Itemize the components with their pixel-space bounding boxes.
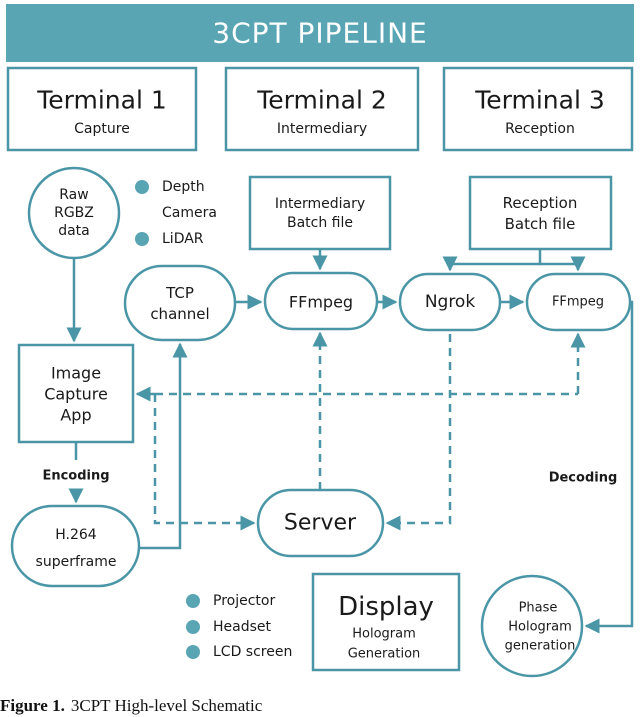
h264-line-1: H.264 — [55, 527, 97, 543]
h264-pill — [10, 504, 141, 588]
ffmpeg-intermediary-node: FFmpeg — [263, 271, 379, 331]
dashed-bus-to-server — [153, 394, 256, 531]
raw-data-line-3: data — [58, 223, 90, 239]
arrow-h264-to-tcp — [139, 342, 188, 550]
ngrok-node: Ngrok — [398, 272, 502, 332]
legend-lidar: LiDAR — [162, 231, 204, 247]
arrow-ffmpeg-to-phase — [584, 300, 634, 634]
server-node: Server — [256, 488, 385, 558]
header-title: 3CPT PIPELINE — [212, 17, 427, 50]
ffmpeg-reception-node: FFmpeg — [525, 272, 632, 332]
terminal-3-title: Terminal 3 — [474, 86, 605, 115]
terminal-2-title: Terminal 2 — [256, 86, 387, 115]
legend-bullet-projector — [186, 594, 200, 608]
image-capture-line-2: Capture — [44, 385, 108, 404]
encoding-label: Encoding — [42, 469, 109, 484]
tcp-channel-pill — [123, 264, 237, 342]
ffmpeg-reception-label: FFmpeg — [552, 295, 604, 310]
terminal-2-box — [224, 66, 420, 152]
display-node: Display Hologram Generation — [311, 572, 461, 672]
legend-bullet-headset — [186, 620, 200, 634]
intermediary-batch-line-1: Intermediary — [275, 196, 365, 212]
tcp-channel-node: TCP channel — [123, 264, 237, 342]
display-sub-line-1: Hologram — [352, 627, 416, 642]
header-banner — [6, 4, 634, 62]
phase-hologram-circle — [480, 574, 584, 678]
terminal-1-box — [6, 66, 198, 152]
legend-bullet-lcd — [186, 645, 200, 659]
caption-text: 3CPT High-level Schematic — [71, 696, 263, 715]
display-title: Display — [338, 592, 434, 622]
legend-bullet-depth — [135, 180, 149, 194]
phase-hologram-node: Phase Hologram generation — [480, 574, 584, 678]
server-label: Server — [284, 511, 357, 536]
image-capture-line-1: Image — [51, 364, 101, 383]
legend-headset: Headset — [213, 619, 272, 635]
terminal-3: Terminal 3 Reception — [442, 66, 634, 152]
tcp-line-1: TCP — [165, 284, 194, 302]
terminal-1-subtitle: Capture — [74, 121, 130, 137]
decoding-label: Decoding — [549, 471, 618, 486]
ngrok-label: Ngrok — [425, 292, 476, 312]
figure-caption: Figure 1. 3CPT High-level Schematic — [0, 696, 263, 715]
legend-depth: Depth — [162, 179, 205, 195]
legend-lcd-screen: LCD screen — [213, 644, 292, 660]
terminal-2-subtitle: Intermediary — [277, 121, 367, 137]
arrow-reception-to-ffmpeg — [540, 256, 586, 272]
terminal-1-title: Terminal 1 — [36, 86, 167, 115]
reception-batch-line-2: Batch file — [505, 215, 576, 233]
reception-batch-box — [468, 175, 613, 251]
display-sub-line-2: Generation — [348, 647, 421, 662]
dashed-ngrok-to-server — [385, 334, 452, 531]
terminal-3-subtitle: Reception — [505, 121, 575, 137]
legend-camera: Camera — [162, 205, 217, 221]
intermediary-batch-line-2: Batch file — [287, 215, 353, 231]
raw-data-line-1: Raw — [59, 187, 88, 203]
arrow-reception-to-ngrok — [442, 249, 542, 272]
caption-label: Figure 1. — [0, 696, 65, 715]
display-legend: Projector Headset LCD screen — [186, 593, 292, 660]
ffmpeg-intermediary-label: FFmpeg — [289, 293, 353, 312]
display-box — [311, 572, 461, 672]
raw-data-line-2: RGBZ — [54, 205, 94, 221]
raw-data-node: Raw RGBZ data — [27, 166, 121, 260]
sensor-legend: Depth Camera LiDAR — [135, 179, 217, 247]
terminal-3-box — [442, 66, 634, 152]
phase-line-3: generation — [505, 639, 576, 654]
reception-batch-line-1: Reception — [503, 194, 578, 212]
image-capture-node: Image Capture App — [17, 343, 135, 444]
legend-projector: Projector — [213, 593, 275, 609]
h264-line-2: superframe — [36, 554, 117, 570]
dashed-connectors — [135, 331, 586, 531]
legend-bullet-lidar — [135, 232, 149, 246]
terminal-2: Terminal 2 Intermediary — [224, 66, 420, 152]
phase-line-1: Phase — [519, 601, 558, 616]
pipeline-header: 3CPT PIPELINE — [6, 4, 634, 62]
tcp-line-2: channel — [150, 305, 209, 323]
solid-connectors — [66, 249, 634, 634]
h264-node: H.264 superframe — [10, 504, 141, 588]
intermediary-batch-node: Intermediary Batch file — [248, 175, 392, 251]
phase-line-2: Hologram — [508, 620, 572, 635]
terminal-1: Terminal 1 Capture — [6, 66, 198, 152]
reception-batch-node: Reception Batch file — [468, 175, 613, 251]
image-capture-box — [17, 343, 135, 444]
image-capture-line-3: App — [60, 406, 91, 425]
intermediary-batch-box — [248, 175, 392, 251]
